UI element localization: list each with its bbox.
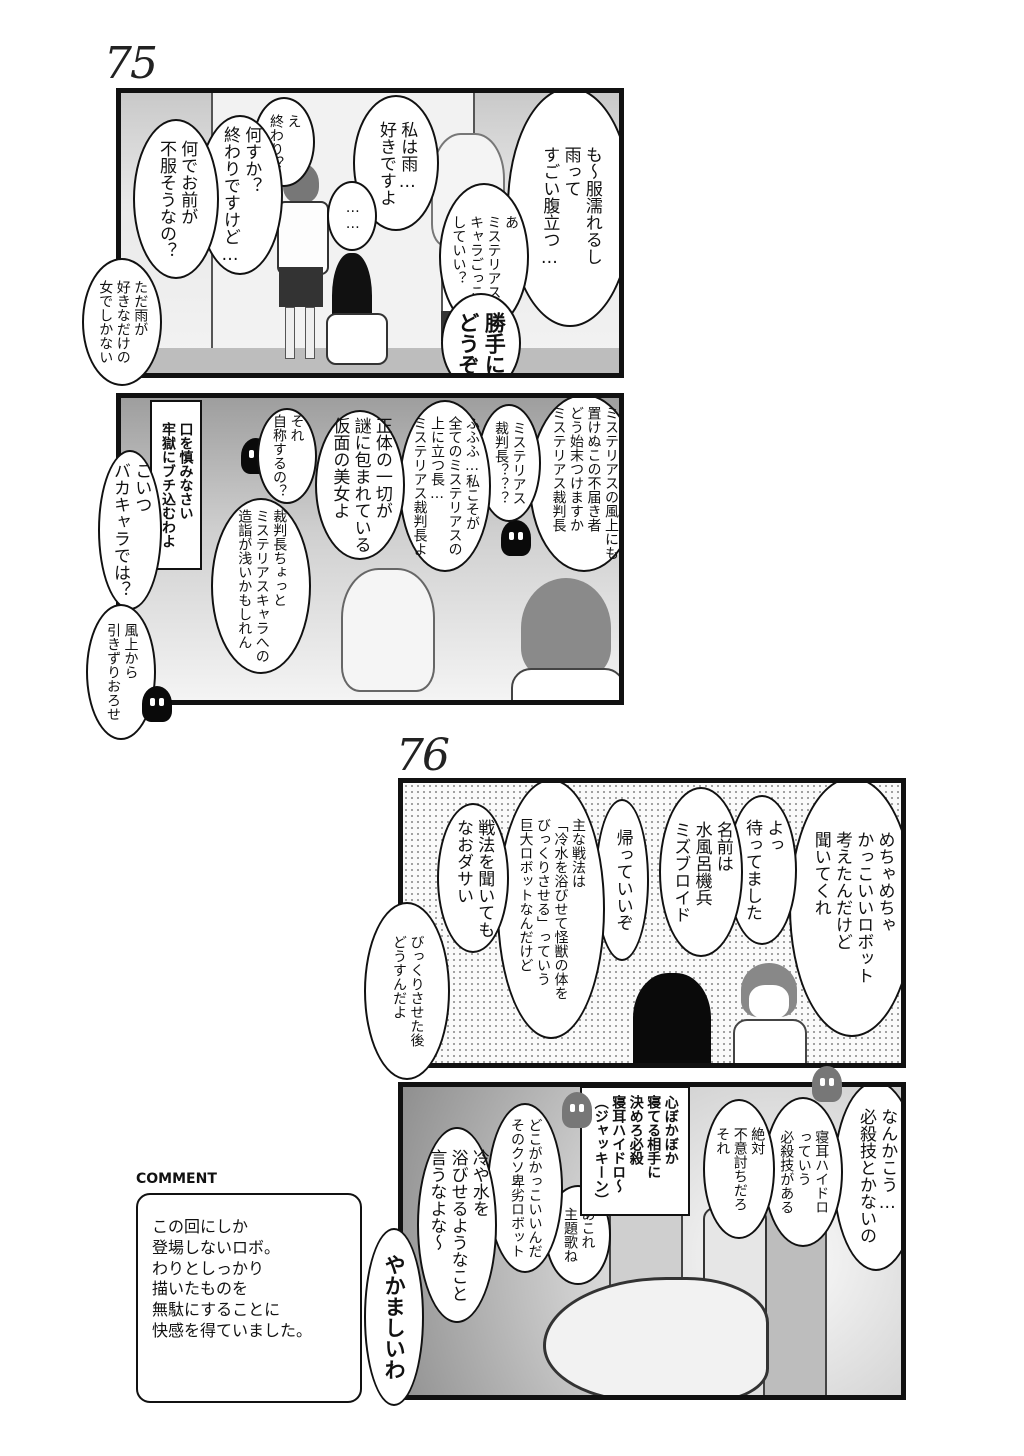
speech-bubble: びっくりさせた後 どうすんだよ — [364, 902, 450, 1080]
character-long-hair-girl — [326, 253, 388, 365]
speech-bubble: 主な戦法は 「冷水を浴びせて怪獣の体を びっくりさせる」っていう 巨大ロボットな… — [497, 783, 605, 1039]
strip-number-75: 75 — [104, 38, 158, 89]
comment-box: この回にしか 登場しないロボ。 わりとしっかり 描いたものを 無駄にすることに … — [136, 1193, 362, 1403]
speech-bubble: それ 自称するの？ — [257, 408, 317, 504]
speech-bubble: ふふふ…私こそが 全てのミステリアスの 上に立つ長… ミステリアス裁判長よ — [399, 400, 491, 572]
comment-line: 描いたものを — [152, 1279, 249, 1299]
speech-bubble: ただ雨が 好きなだけの 女でしかない — [82, 258, 162, 386]
comment-line: 無駄にすることに — [152, 1300, 281, 1320]
speech-bubble: …… — [327, 181, 377, 251]
speech-bubble: 勝手に どうぞ — [441, 293, 521, 373]
speech-bubble: 正体の一切が 謎に包まれている 仮面の美女よ — [315, 410, 405, 560]
ghost-mascot-icon — [501, 520, 531, 556]
speech-bubble: やかましいわ — [364, 1228, 424, 1406]
monster — [543, 1277, 769, 1395]
speech-bubble: 何でお前が 不服そうなの？ — [133, 119, 219, 279]
speech-bubble: 絶対 不意討ちだろ それ — [703, 1099, 775, 1239]
character-short-hair-girl — [511, 578, 619, 700]
character-short-hair-girl — [271, 163, 331, 363]
character-towel-girl — [341, 568, 435, 700]
speech-bubble: 名前は 水風呂機兵 ミズブロイド — [659, 787, 743, 957]
speech-bubble: めちゃめちゃ かっこいいロボット 考えたんだけど 聞いてくれ — [789, 783, 901, 1037]
speech-bubble: 戦法を聞いても なおダサい — [437, 803, 509, 953]
ghost-mascot-icon — [142, 686, 172, 722]
comment-line: この回にしか — [152, 1217, 249, 1236]
ghost-mascot-icon — [562, 1092, 592, 1128]
speech-bubble: 冷や水を 浴びせるようなこと 言うなよな～ — [417, 1127, 497, 1323]
song-caption-box: 心ぼかぼか 寝てる相手に 決めろ必殺 寝耳ハイドロ～ （ジャッキーン） — [580, 1086, 690, 1216]
panel-75-2: ミステリアスの風上にも 置けぬこの不届き者 どう始末つけますか ミステリアス裁判… — [116, 393, 624, 705]
ghost-mascot-icon — [812, 1066, 842, 1102]
speech-bubble: なんかこう… 必殺技とかないの — [833, 1087, 901, 1271]
speech-bubble: どこがかっこいいんだ そのクソ卑劣ロボット — [487, 1103, 563, 1273]
panel-76-1: めちゃめちゃ かっこいいロボット 考えたんだけど 聞いてくれ よっ 待ってました… — [398, 778, 906, 1068]
comment-line: わりとしっかり — [152, 1258, 265, 1278]
panel-75-1: も～服濡れるし 雨って すごい腹立つ… あ ミステリアス キャラごっこ していい… — [116, 88, 624, 378]
character-long-hair-girl — [633, 973, 713, 1063]
comment-line: 快感を得ていました。 — [152, 1320, 313, 1340]
speech-bubble: 寝耳ハイドロ っていう 必殺技がある — [763, 1097, 843, 1247]
comment-line: 登場しないロボ。 — [152, 1237, 281, 1257]
speech-bubble: 裁判長ちょっと ミステリアスキャラへの 造詣が浅いかもしれん — [211, 498, 311, 674]
speech-bubble: も～服濡れるし 雨って すごい腹立つ… — [507, 93, 619, 327]
strip-number-76: 76 — [396, 730, 450, 781]
comment-title: COMMENT — [136, 1171, 217, 1187]
speech-bubble: こいつ バカキャラでは？ — [98, 450, 162, 610]
speech-bubble: 帰っていいぞ — [595, 799, 649, 961]
speech-bubble: ミステリアスの風上にも 置けぬこの不届き者 どう始末つけますか ミステリアス裁判… — [529, 398, 619, 572]
character-short-hair-girl — [733, 963, 807, 1063]
